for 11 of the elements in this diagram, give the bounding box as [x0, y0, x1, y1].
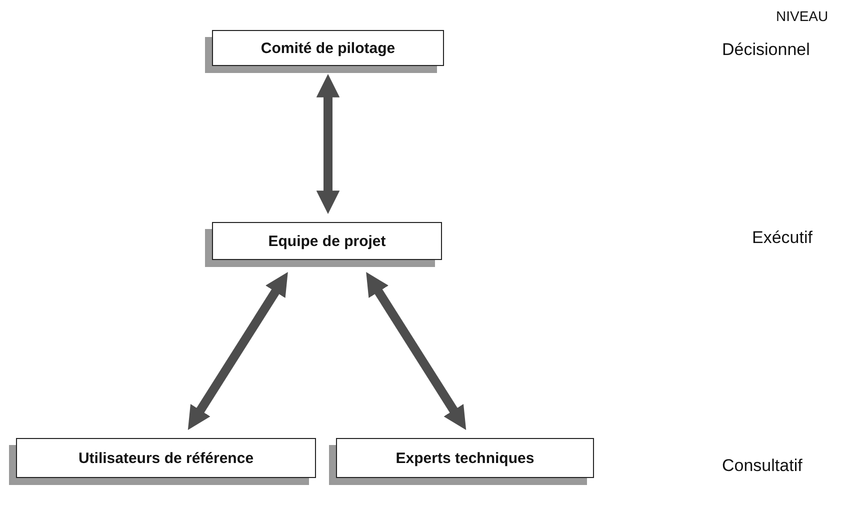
column-heading: NIVEAU: [776, 8, 828, 24]
level-label: Décisionnel: [722, 40, 810, 60]
level-label: Exécutif: [752, 228, 812, 248]
double-arrow: [366, 272, 466, 430]
double-arrow: [316, 74, 340, 214]
double-arrow: [188, 272, 288, 430]
level-label: Consultatif: [722, 456, 802, 476]
box-label: Utilisateurs de référence: [78, 450, 254, 466]
box-label: Comité de pilotage: [260, 40, 396, 56]
box-label: Equipe de projet: [268, 232, 386, 250]
box-label: Experts techniques: [396, 450, 534, 466]
